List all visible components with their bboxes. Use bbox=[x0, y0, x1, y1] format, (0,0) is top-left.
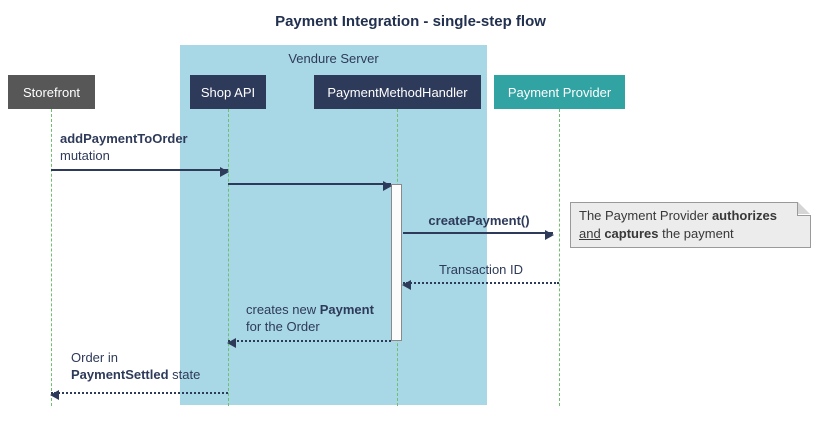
participant-label: Payment Provider bbox=[507, 84, 612, 100]
arrowhead-icon bbox=[545, 230, 554, 240]
participant-storefront: Storefront bbox=[8, 75, 95, 109]
note-text-bold: authorizes bbox=[711, 208, 777, 223]
message-creates-payment-label: creates new Payment for the Order bbox=[246, 301, 374, 335]
message-text: for the Order bbox=[246, 319, 320, 334]
message-text: createPayment() bbox=[428, 213, 530, 228]
participant-label: Storefront bbox=[22, 84, 81, 100]
frame-label: Vendure Server bbox=[288, 51, 379, 66]
note-fold-icon bbox=[797, 202, 811, 216]
arrow-transaction-id bbox=[402, 280, 559, 290]
arrowhead-icon bbox=[402, 280, 411, 290]
note-line-2: and captures the payment bbox=[579, 225, 802, 243]
arrow-create-payment bbox=[403, 230, 554, 240]
lifeline-payment-provider bbox=[559, 109, 560, 406]
message-transaction-id-label: Transaction ID bbox=[403, 261, 559, 278]
arrowhead-icon bbox=[383, 181, 392, 191]
message-text: creates new bbox=[246, 302, 320, 317]
message-text: Order in bbox=[71, 350, 118, 365]
message-text: addPaymentToOrder bbox=[60, 131, 188, 146]
note-text: The Payment Provider bbox=[579, 208, 712, 223]
participant-label: Shop API bbox=[200, 84, 256, 100]
arrow-add-payment bbox=[51, 167, 229, 177]
note-text: the payment bbox=[658, 226, 734, 241]
participant-payment-method-handler: PaymentMethodHandler bbox=[314, 75, 481, 109]
message-text-bold: Payment bbox=[319, 302, 374, 317]
note-line-1: The Payment Provider authorizes bbox=[579, 207, 802, 225]
message-text: mutation bbox=[60, 148, 110, 163]
activation-bar bbox=[391, 184, 402, 341]
note-text-bold: captures bbox=[600, 226, 659, 241]
arrowhead-icon bbox=[50, 390, 59, 400]
note-text-underline: and bbox=[579, 226, 601, 241]
message-add-payment-label: addPaymentToOrder mutation bbox=[60, 130, 188, 164]
note-authorize-capture: The Payment Provider authorizes and capt… bbox=[570, 202, 811, 248]
message-create-payment-label: createPayment() bbox=[403, 212, 555, 229]
participant-shop-api: Shop API bbox=[190, 75, 266, 109]
arrow-creates-payment bbox=[227, 338, 391, 348]
diagram-title: Payment Integration - single-step flow bbox=[275, 13, 546, 30]
message-text: state bbox=[168, 367, 201, 382]
message-order-state-label: Order in PaymentSettled state bbox=[71, 349, 200, 383]
message-text: Transaction ID bbox=[438, 262, 524, 277]
lifeline-storefront bbox=[51, 109, 52, 406]
participant-payment-provider: Payment Provider bbox=[494, 75, 625, 109]
participant-label: PaymentMethodHandler bbox=[327, 84, 468, 100]
lifeline-shop-api bbox=[228, 109, 229, 406]
arrow-order-state bbox=[50, 390, 228, 400]
message-text-bold: PaymentSettled bbox=[71, 367, 169, 382]
arrowhead-icon bbox=[227, 338, 236, 348]
arrow-shop-api-to-handler bbox=[228, 181, 392, 191]
arrowhead-icon bbox=[220, 167, 229, 177]
